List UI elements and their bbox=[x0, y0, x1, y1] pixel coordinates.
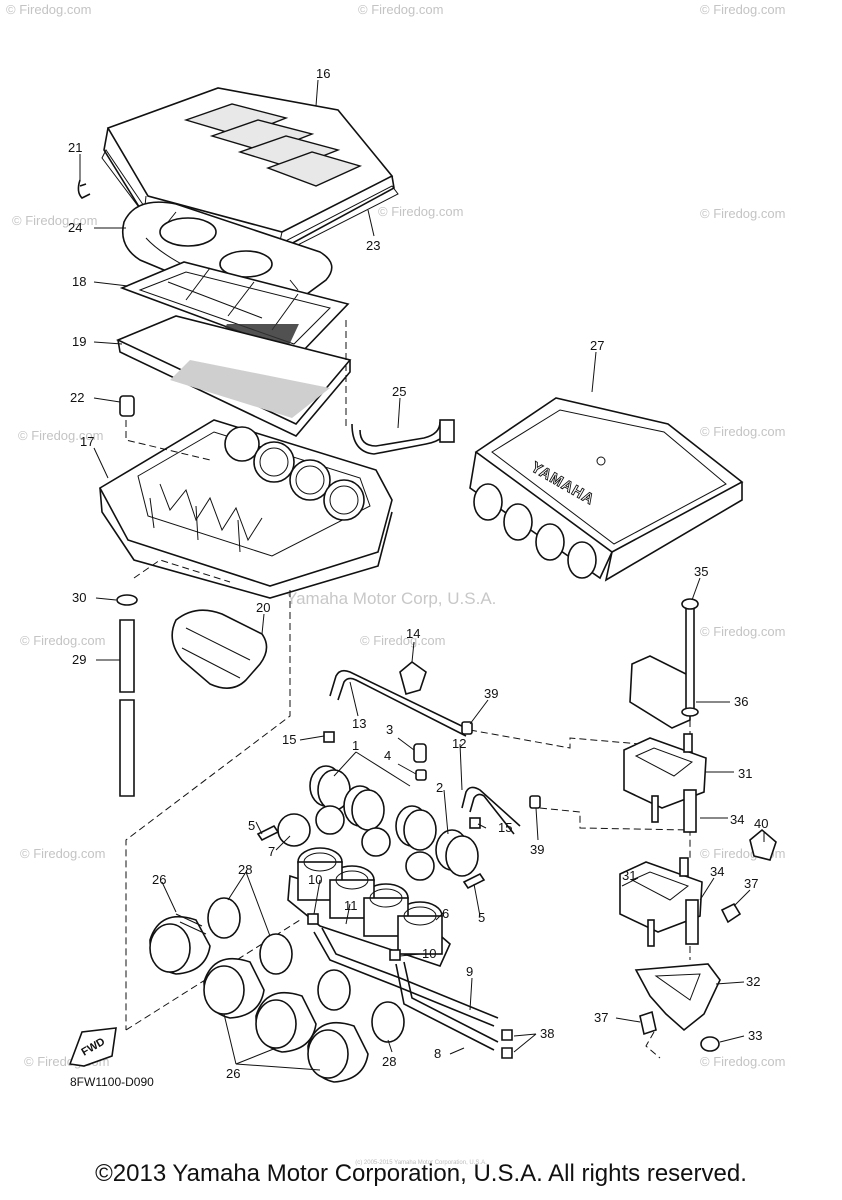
callout-18: 18 bbox=[72, 274, 86, 289]
intake-ducts-26 bbox=[149, 913, 369, 1083]
callout-15a: 15 bbox=[282, 732, 296, 747]
watermark: © Firedog.com bbox=[700, 624, 785, 639]
air-filter-case-17 bbox=[98, 419, 393, 599]
callout-8: 8 bbox=[434, 1046, 441, 1061]
callout-26b: 26 bbox=[226, 1066, 240, 1081]
air-filter-cover bbox=[103, 87, 395, 253]
watermark: © Firedog.com bbox=[700, 2, 785, 17]
watermark: © Firedog.com bbox=[18, 428, 103, 443]
hose-end bbox=[439, 419, 455, 443]
watermark: © Firedog.com bbox=[20, 633, 105, 648]
callout-5a: 5 bbox=[248, 818, 255, 833]
callout-11: 11 bbox=[344, 898, 358, 913]
hose-bands-28 bbox=[207, 897, 405, 1043]
callout-9: 9 bbox=[466, 964, 473, 979]
fine-print: (c) 2005-2015 Yamaha Motor Corporation, … bbox=[355, 1160, 487, 1166]
hose-9 bbox=[313, 927, 499, 1027]
callout-30: 30 bbox=[72, 590, 86, 605]
breather-hose-25 bbox=[351, 421, 449, 455]
callout-19: 19 bbox=[72, 334, 86, 349]
callout-36: 36 bbox=[734, 694, 748, 709]
callout-28b: 28 bbox=[382, 1054, 396, 1069]
leader-lines bbox=[79, 79, 765, 1071]
hose-20 bbox=[171, 609, 268, 689]
watermark: © Firedog.com bbox=[20, 846, 105, 861]
callout-27: 27 bbox=[590, 338, 604, 353]
watermarks: © Firedog.com © Firedog.com © Firedog.co… bbox=[6, 2, 785, 1069]
tube-34b bbox=[685, 899, 699, 945]
callout-24: 24 bbox=[68, 220, 82, 235]
clamp-22 bbox=[119, 395, 135, 417]
callout-31b: 31 bbox=[622, 868, 636, 883]
hose-8 bbox=[395, 961, 499, 1051]
nut-33 bbox=[700, 1036, 720, 1052]
callout-39a: 39 bbox=[484, 686, 498, 701]
callout-22: 22 bbox=[70, 390, 84, 405]
clip-21 bbox=[77, 179, 91, 199]
callout-29: 29 bbox=[72, 652, 86, 667]
callout-2: 2 bbox=[436, 780, 443, 795]
callout-16: 16 bbox=[316, 66, 330, 81]
bolt-37b bbox=[639, 1010, 657, 1036]
cap-30 bbox=[116, 594, 138, 606]
callout-39b: 39 bbox=[530, 842, 544, 857]
callout-40: 40 bbox=[754, 816, 768, 831]
diagram-code: 8FW1100-D090 bbox=[70, 1075, 154, 1089]
watermark: © Firedog.com bbox=[6, 2, 91, 17]
tube-34a bbox=[683, 789, 697, 833]
watermark: © Firedog.com bbox=[378, 204, 463, 219]
tube-29 bbox=[119, 619, 135, 797]
callout-25: 25 bbox=[392, 384, 406, 399]
watermark: © Firedog.com bbox=[700, 1054, 785, 1069]
callout-12: 12 bbox=[452, 736, 466, 751]
bracket-36-bolt-35 bbox=[629, 598, 699, 729]
callout-20: 20 bbox=[256, 600, 270, 615]
callout-10a: 10 bbox=[308, 872, 322, 887]
watermark: © Firedog.com bbox=[700, 206, 785, 221]
callout-labels: 16 21 24 23 18 19 22 25 17 27 30 20 29 1… bbox=[68, 66, 768, 1081]
callout-32: 32 bbox=[746, 974, 760, 989]
clamp-40 bbox=[749, 828, 777, 861]
port-group bbox=[473, 483, 597, 579]
pump-unit-31b bbox=[619, 857, 703, 947]
callout-15b: 15 bbox=[498, 820, 512, 835]
callout-31a: 31 bbox=[738, 766, 752, 781]
callout-34b: 34 bbox=[710, 864, 724, 879]
copyright-notice: ©2013 Yamaha Motor Corporation, U.S.A. A… bbox=[95, 1160, 747, 1187]
throttle-body-assembly-6 bbox=[287, 847, 451, 967]
intake-duct-24 bbox=[121, 201, 333, 309]
air-filter-element-19 bbox=[116, 315, 352, 437]
callout-34a: 34 bbox=[730, 812, 744, 827]
throttle-joints bbox=[256, 660, 541, 890]
callout-33: 33 bbox=[748, 1028, 762, 1043]
watermark-center: Yamaha Motor Corp, U.S.A. bbox=[286, 589, 496, 608]
callout-37b: 37 bbox=[594, 1010, 608, 1025]
callout-14: 14 bbox=[406, 626, 420, 641]
watermark: © Firedog.com bbox=[700, 424, 785, 439]
callout-26a: 26 bbox=[152, 872, 166, 887]
fwd-arrow: FWD bbox=[68, 1027, 117, 1067]
callout-13: 13 bbox=[352, 716, 366, 731]
callout-38: 38 bbox=[540, 1026, 554, 1041]
callout-7: 7 bbox=[268, 844, 275, 859]
callout-21: 21 bbox=[68, 140, 82, 155]
callout-37a: 37 bbox=[744, 876, 758, 891]
callout-10b: 10 bbox=[422, 946, 436, 961]
callout-23: 23 bbox=[366, 238, 380, 253]
clip-38 bbox=[501, 1029, 513, 1059]
watermark: © Firedog.com bbox=[360, 633, 445, 648]
callout-17: 17 bbox=[80, 434, 94, 449]
callout-1: 1 bbox=[352, 738, 359, 753]
watermark: © Firedog.com bbox=[12, 213, 97, 228]
bolt-37a bbox=[720, 902, 742, 924]
callout-4: 4 bbox=[384, 748, 391, 763]
callout-5b: 5 bbox=[478, 910, 485, 925]
watermark: © Firedog.com bbox=[358, 2, 443, 17]
callout-28a: 28 bbox=[238, 862, 252, 877]
callout-35: 35 bbox=[694, 564, 708, 579]
callout-3: 3 bbox=[386, 722, 393, 737]
callout-6: 6 bbox=[442, 906, 449, 921]
bracket-32 bbox=[634, 963, 721, 1032]
